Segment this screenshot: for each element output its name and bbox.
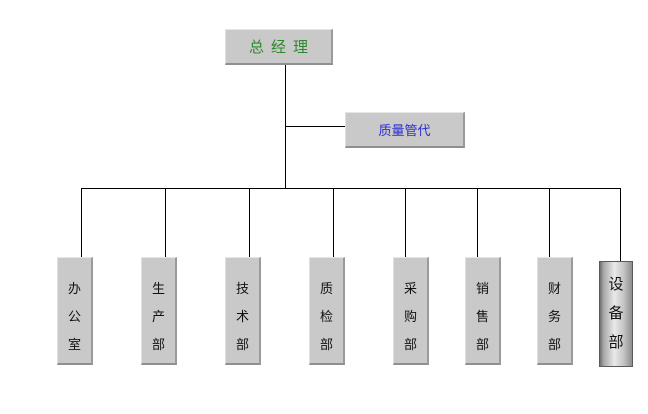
dept-finance-char: 务 xyxy=(547,310,561,325)
dept-equipment-char: 备 xyxy=(608,304,624,322)
dept-equipment-box: 设 备 部 xyxy=(599,261,633,367)
dept-purchasing-char: 购 xyxy=(403,310,417,325)
dept-technology-char: 术 xyxy=(235,310,249,325)
dept-finance-char: 财 xyxy=(547,282,561,297)
dept-inspection-char: 检 xyxy=(319,310,333,325)
dept-production-char: 产 xyxy=(151,310,165,325)
dept-purchasing-box: 采 购 部 xyxy=(393,257,429,365)
dept-inspection-char: 质 xyxy=(319,282,333,297)
dept-sales-char: 部 xyxy=(475,338,489,353)
quality-rep-box: 质量管代 xyxy=(345,112,465,148)
dept-technology-char: 部 xyxy=(235,338,249,353)
dept-inspection-box: 质 检 部 xyxy=(309,257,345,365)
general-manager-box: 总经理 xyxy=(225,29,333,65)
dept-technology-char: 技 xyxy=(235,282,249,297)
dept-purchasing-char: 部 xyxy=(403,338,417,353)
dept-finance-char: 部 xyxy=(547,338,561,353)
dept-inspection-char: 部 xyxy=(319,338,333,353)
dept-equipment-char: 设 xyxy=(608,275,624,293)
dept-office-char: 办 xyxy=(67,282,81,297)
dept-sales-char: 售 xyxy=(475,310,489,325)
dept-equipment-char: 部 xyxy=(608,333,624,351)
dept-office-box: 办 公 室 xyxy=(57,257,93,365)
dept-technology-box: 技 术 部 xyxy=(225,257,261,365)
general-manager-label: 总经理 xyxy=(248,38,315,56)
quality-rep-label: 质量管代 xyxy=(378,124,431,139)
dept-sales-char: 销 xyxy=(475,282,489,297)
dept-office-char: 公 xyxy=(67,310,81,325)
dept-purchasing-char: 采 xyxy=(403,282,417,297)
dept-office-char: 室 xyxy=(67,338,81,353)
dept-sales-box: 销 售 部 xyxy=(465,257,501,365)
dept-finance-box: 财 务 部 xyxy=(537,257,573,365)
dept-production-char: 部 xyxy=(151,338,165,353)
dept-production-box: 生 产 部 xyxy=(141,257,177,365)
dept-production-char: 生 xyxy=(151,282,165,297)
